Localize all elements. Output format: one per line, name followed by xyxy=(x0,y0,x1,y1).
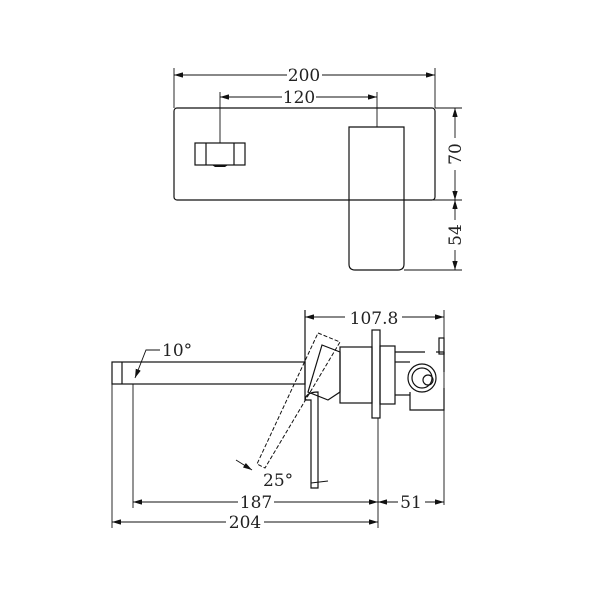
top-view: 200 120 70 54 xyxy=(173,66,466,271)
dim-body-depth: 107.8 xyxy=(350,309,399,329)
dim-handle-projection: 54 xyxy=(446,224,466,246)
dim-spout-angle: 10° xyxy=(162,341,192,361)
outlet-knob xyxy=(194,142,246,167)
flange xyxy=(371,329,381,419)
valve-body xyxy=(395,337,445,411)
handle-body xyxy=(307,344,341,401)
dim-overall-reach: 204 xyxy=(229,513,261,533)
wall-plate xyxy=(173,107,436,201)
dim-overall-width: 200 xyxy=(288,66,320,86)
dim-wall-depth: 51 xyxy=(400,493,422,513)
dim-plate-height: 70 xyxy=(446,143,466,165)
dim-spout-reach: 187 xyxy=(240,493,272,513)
handle xyxy=(348,126,405,271)
side-view: 107.8 10° 25° 187 51 204 xyxy=(111,309,445,533)
handle-dashed-position xyxy=(256,332,341,469)
lever xyxy=(304,391,319,489)
dim-handle-angle: 25° xyxy=(263,471,293,491)
spout xyxy=(111,361,306,385)
dim-center-distance: 120 xyxy=(283,88,315,108)
